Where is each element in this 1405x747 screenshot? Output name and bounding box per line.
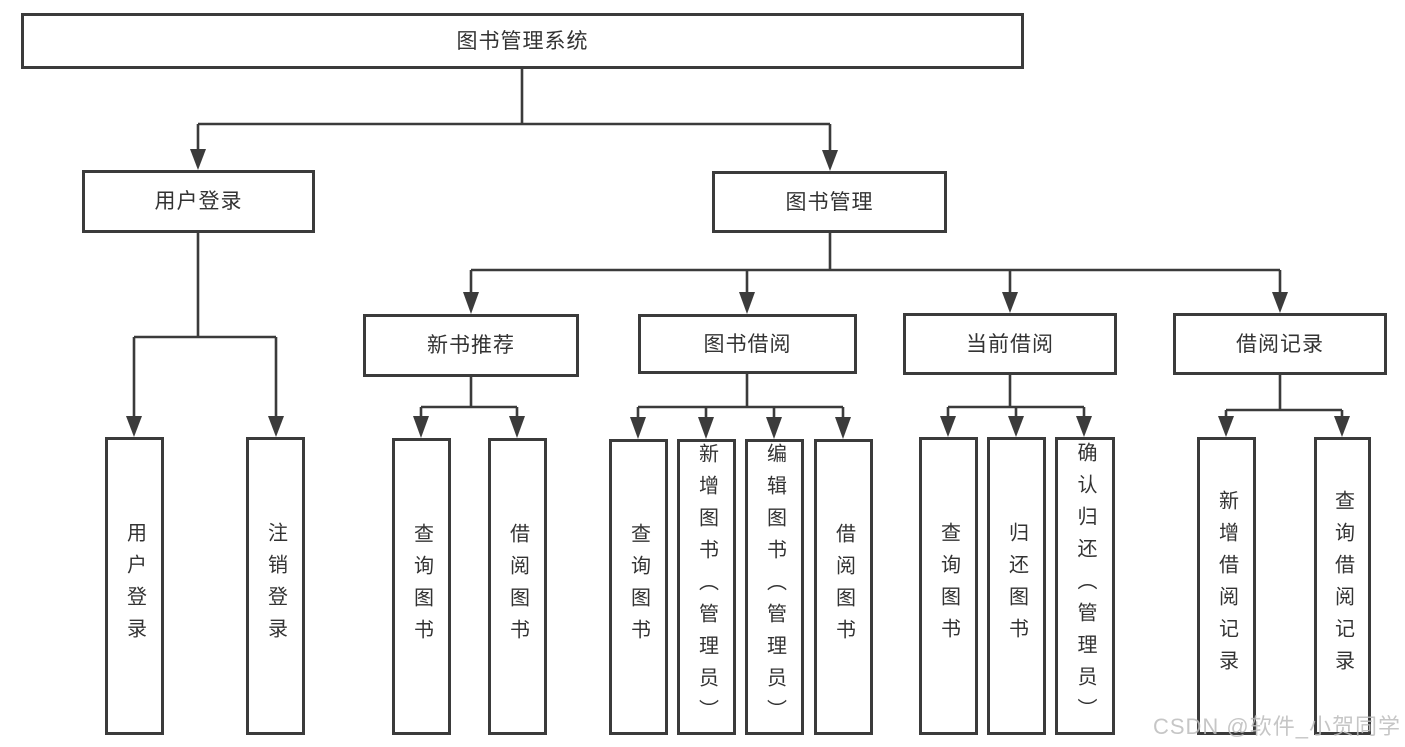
node-book-borrow: 图书借阅: [638, 314, 857, 374]
leaf-add-books-admin: 新增图书（管理员）: [677, 439, 736, 735]
node-root-system: 图书管理系统: [21, 13, 1024, 69]
leaf-query-books-1: 查询图书: [392, 438, 451, 735]
node-book-management: 图书管理: [712, 171, 947, 233]
leaf-borrow-books-1: 借阅图书: [488, 438, 547, 735]
leaf-query-borrow-record: 查询借阅记录: [1314, 437, 1371, 735]
node-current-borrow: 当前借阅: [903, 313, 1117, 375]
leaf-edit-books-admin: 编辑图书（管理员）: [745, 439, 804, 735]
leaf-logout: 注销登录: [246, 437, 305, 735]
leaf-return-books: 归还图书: [987, 437, 1046, 735]
node-user-login: 用户登录: [82, 170, 315, 233]
arrowheads: [126, 149, 1350, 439]
leaf-query-books-2: 查询图书: [609, 439, 668, 735]
node-borrow-records: 借阅记录: [1173, 313, 1387, 375]
leaf-borrow-books-2: 借阅图书: [814, 439, 873, 735]
leaf-add-borrow-record: 新增借阅记录: [1197, 437, 1256, 735]
leaf-confirm-return-admin: 确认归还（管理员）: [1055, 437, 1115, 735]
leaf-user-login: 用户登录: [105, 437, 164, 735]
leaf-query-books-3: 查询图书: [919, 437, 978, 735]
csdn-watermark: CSDN @软件_小贺同学: [1152, 714, 1401, 739]
node-new-book-recommend: 新书推荐: [363, 314, 579, 377]
